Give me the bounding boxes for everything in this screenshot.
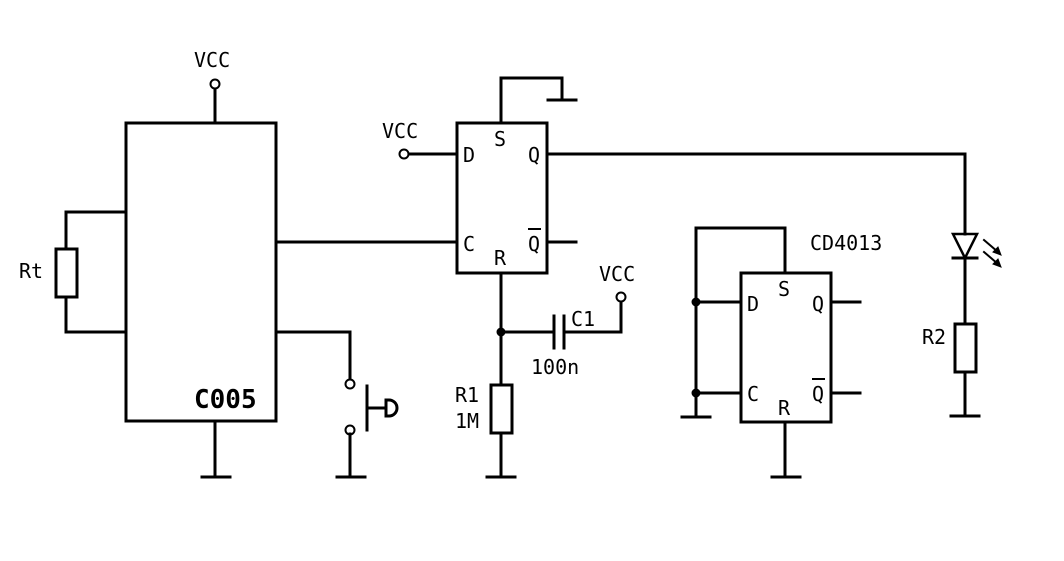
- flipflop-1: D S Q C Q R: [455, 121, 549, 275]
- r1-value: 1M: [455, 409, 479, 433]
- c005-chip: C005: [124, 121, 278, 423]
- ff2-r-pin: R: [778, 396, 791, 420]
- ff1-q-pin: Q: [528, 143, 540, 167]
- rt-label: Rt: [19, 259, 43, 283]
- vcc-label-c1: VCC: [599, 262, 635, 286]
- wire-q-to-led: [545, 152, 967, 236]
- r2-resistor: R2: [922, 256, 981, 418]
- ff1-d-pin: D: [463, 143, 475, 167]
- ff2-c-pin: C: [747, 382, 759, 406]
- vcc-terminal: [209, 78, 221, 90]
- c005-ground: [200, 419, 232, 479]
- c1-value: 100n: [531, 355, 579, 379]
- vcc-label-ff1: VCC: [382, 119, 418, 143]
- rt-resistor: Rt: [19, 210, 128, 334]
- c1-label: C1: [571, 307, 595, 331]
- ff1-d-vcc: VCC: [382, 119, 459, 160]
- ff2-d-pin: D: [747, 292, 759, 316]
- push-button: [274, 330, 399, 479]
- cd4013-label: CD4013: [810, 231, 882, 255]
- ff2-s-pin: S: [778, 277, 790, 301]
- ff2-qbar-pin: Q: [812, 382, 824, 406]
- vcc-label-top: VCC: [194, 48, 230, 72]
- ff1-r-pin: R: [494, 246, 507, 270]
- r2-label: R2: [922, 325, 946, 349]
- c005-label: C005: [194, 385, 257, 415]
- ff2-q-pin: Q: [812, 292, 824, 316]
- ff1-c-pin: C: [463, 232, 475, 256]
- reset-network: VCC C1 100n R1 1M: [455, 262, 635, 479]
- r1-label: R1: [455, 383, 479, 407]
- ff1-set-ground: [499, 76, 578, 125]
- ff1-qbar-pin: Q: [528, 232, 540, 256]
- led: [950, 232, 1002, 268]
- vcc-c005: VCC: [194, 48, 230, 125]
- ff2-wiring: [680, 226, 862, 479]
- ff1-s-pin: S: [494, 127, 506, 151]
